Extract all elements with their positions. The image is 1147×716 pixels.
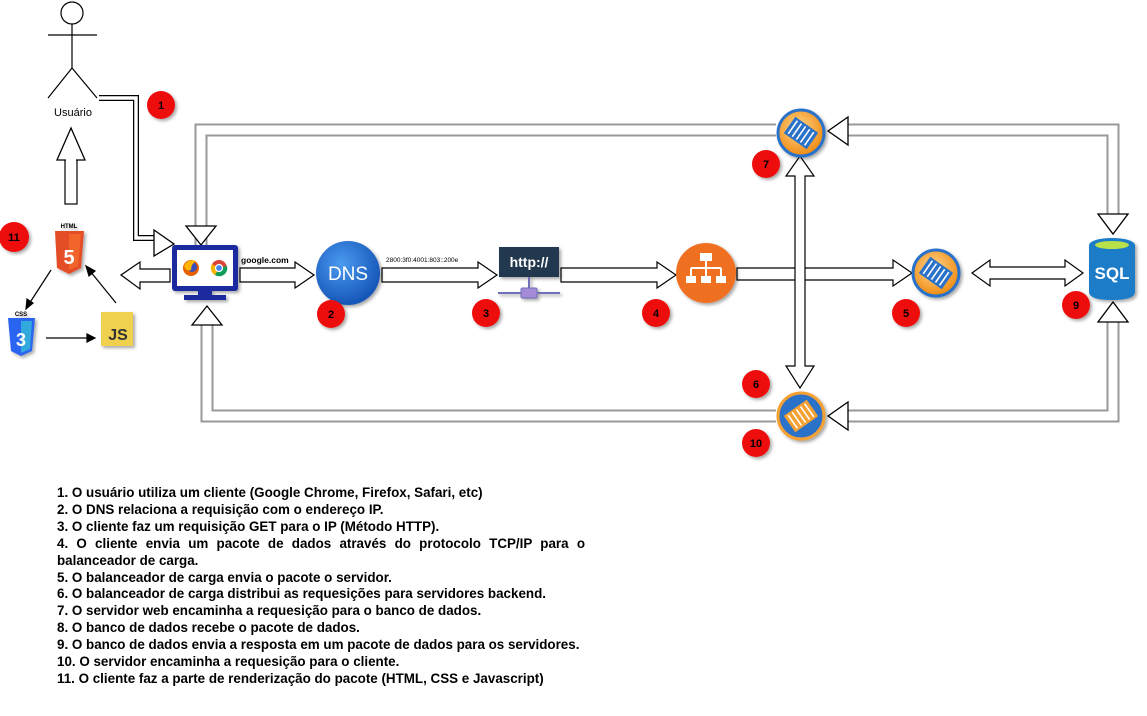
svg-text:3: 3 — [16, 330, 26, 350]
http-request-icon: http:// — [498, 247, 560, 299]
html5-icon: HTML 5 — [55, 224, 84, 274]
svg-text:HTML: HTML — [61, 224, 78, 230]
dns-server-icon: DNS — [316, 241, 380, 305]
javascript-icon: JS — [101, 312, 133, 346]
svg-text:http://: http:// — [510, 254, 549, 270]
badge-1 — [147, 91, 175, 119]
render-to-user-arrow — [56, 126, 86, 205]
render-cycle-arrows — [25, 264, 117, 343]
step-9: 9. O banco de dados envia a resposta em … — [57, 637, 580, 653]
badge-2 — [317, 300, 345, 328]
load-balancer-icon — [676, 243, 736, 303]
badge-5 — [892, 299, 920, 327]
svg-text:JS: JS — [108, 327, 128, 344]
step-10: 10. O servidor encaminha a requesição pa… — [57, 654, 400, 670]
steps-list: 1. O usuário utiliza um cliente (Google … — [57, 485, 585, 688]
edge-label-google: google.com — [241, 255, 289, 265]
badge-11 — [0, 222, 29, 252]
step-5: 5. O balanceador de carga envia o pacote… — [57, 569, 392, 585]
web-server-middle-icon — [911, 248, 961, 298]
edge-label-ip: 2800:3f0:4001:803::200e — [386, 257, 459, 264]
badge-9-label: 9 — [1073, 300, 1079, 312]
step-3: 3. O cliente faz um requisição GET para … — [57, 518, 440, 534]
svg-text:5: 5 — [63, 247, 74, 269]
badge-3-label: 3 — [483, 308, 489, 320]
badge-10-label: 10 — [750, 438, 762, 450]
badge-2-label: 2 — [328, 309, 334, 321]
badge-7-label: 7 — [763, 159, 769, 171]
top-loop-connector — [194, 123, 1120, 245]
step-badge-labels: 1 2 3 4 5 6 7 9 10 11 — [8, 100, 1079, 450]
sql-database-icon: SQL — [1089, 238, 1135, 300]
flow-arrows — [239, 258, 1085, 290]
browser-monitor-icon — [172, 245, 238, 300]
badge-9 — [1062, 291, 1090, 319]
backend-server-bottom-icon — [776, 391, 826, 441]
badge-6 — [742, 370, 770, 398]
badge-4-label: 4 — [653, 308, 660, 320]
step-2: 2. O DNS relaciona a requisição com o en… — [57, 501, 384, 517]
css3-icon: CSS 3 — [8, 312, 35, 356]
user-label: Usuário — [54, 107, 92, 119]
user-actor — [47, 1, 98, 99]
svg-text:CSS: CSS — [15, 312, 27, 318]
bottom-loop-connector — [200, 322, 1120, 423]
server-sync-arrow — [784, 154, 816, 390]
svg-text:DNS: DNS — [328, 264, 368, 285]
web-server-top-icon — [776, 108, 826, 158]
step-1: 1. O usuário utiliza um cliente (Google … — [57, 485, 483, 500]
step-6: 6. O balanceador de carga distribui as r… — [57, 586, 546, 602]
badge-7 — [752, 150, 780, 178]
badge-4 — [642, 299, 670, 327]
browser-output-arrow — [119, 260, 171, 291]
badge-1-label: 1 — [158, 100, 164, 112]
badge-6-label: 6 — [753, 379, 759, 391]
badge-10 — [742, 429, 770, 457]
badge-5-label: 5 — [903, 308, 909, 320]
step-7: 7. O servidor web encaminha a requesição… — [57, 603, 482, 619]
step-4: 4. O cliente envia um pacote de dados at… — [57, 535, 585, 568]
badge-3 — [472, 299, 500, 327]
step-badges — [0, 91, 1090, 457]
loop-arrowheads — [184, 115, 1130, 432]
user-to-browser-connector — [99, 95, 176, 258]
badge-11-label: 11 — [8, 232, 20, 244]
svg-text:SQL: SQL — [1095, 264, 1130, 283]
step-8: 8. O banco de dados recebe o pacote de d… — [57, 620, 360, 636]
step-11: 11. O cliente faz a parte de renderizaçã… — [57, 670, 544, 686]
